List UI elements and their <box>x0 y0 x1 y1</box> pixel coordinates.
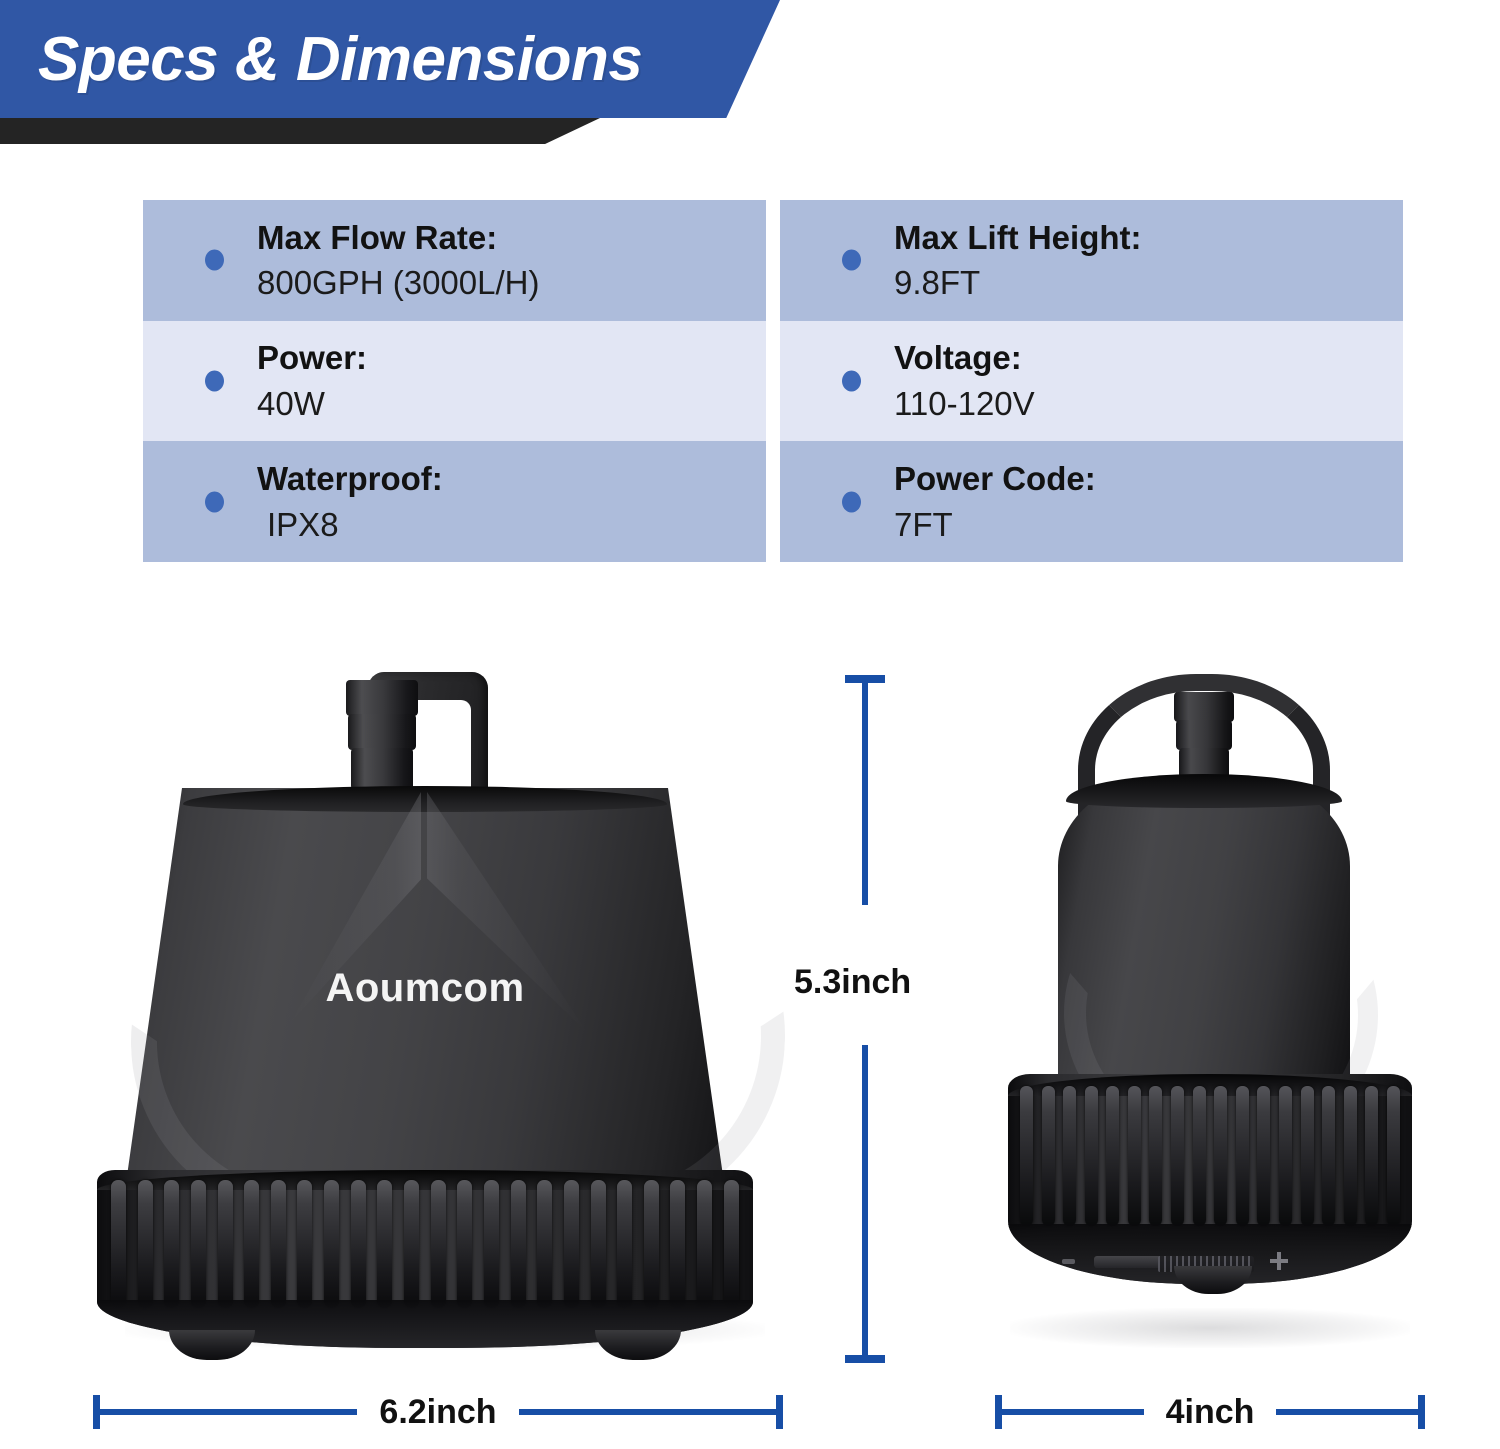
suction-foot <box>169 1330 255 1360</box>
dimension-cap-left <box>93 1395 100 1429</box>
spec-text-group: Max Flow Rate: 800GPH (3000L/H) <box>257 215 539 306</box>
outlet-nozzle <box>1172 692 1236 784</box>
bullet-icon <box>842 370 861 392</box>
spec-label: Voltage: <box>894 339 1022 377</box>
bullet-icon <box>205 491 224 513</box>
dimension-line-upper <box>862 683 868 905</box>
body-top-rim <box>183 786 667 812</box>
brand-wordmark: Aoumcom <box>325 966 525 1010</box>
bullet-icon <box>205 249 224 271</box>
spec-row-power: Power: 40W <box>143 320 766 442</box>
spec-text-group: Waterproof: IPX8 <box>257 456 443 547</box>
spec-text-group: Power: 40W <box>257 335 367 426</box>
strainer-base <box>1008 1074 1412 1284</box>
spec-row-max-lift-height: Max Lift Height: 9.8FT <box>780 200 1403 321</box>
banner-dark-stripe <box>0 118 600 144</box>
suction-foot <box>595 1330 681 1360</box>
specs-table: Max Flow Rate: 800GPH (3000L/H) Power: 4… <box>143 200 1403 563</box>
intake-slots <box>1020 1086 1400 1226</box>
spec-row-voltage: Voltage: 110-120V <box>780 320 1403 442</box>
spec-text-group: Power Code: 7FT <box>894 456 1096 547</box>
bullet-icon <box>842 249 861 271</box>
spec-value: 9.8FT <box>894 264 981 302</box>
dimension-front-width: 6.2inch <box>93 1392 784 1432</box>
spec-text-group: Voltage: 110-120V <box>894 335 1035 426</box>
dimension-cap-right <box>1418 1395 1425 1429</box>
spec-label: Power: <box>257 339 368 377</box>
base-marker-dot <box>1062 1259 1075 1264</box>
spec-row-max-flow-rate: Max Flow Rate: 800GPH (3000L/H) <box>143 200 766 321</box>
dimension-line-lower <box>862 1045 868 1355</box>
dimension-side-width-label: 4inch <box>1165 1392 1255 1431</box>
specs-column-right: Max Lift Height: 9.8FT Voltage: 110-120V… <box>780 200 1403 563</box>
spec-value: 7FT <box>894 505 953 543</box>
dimension-line-left <box>1002 1409 1144 1415</box>
spec-label: Max Lift Height: <box>894 218 1142 256</box>
spec-row-power-code: Power Code: 7FT <box>780 441 1403 563</box>
intake-slots <box>111 1180 739 1308</box>
pump-front-view: Aoumcom <box>95 670 785 1390</box>
bullet-icon <box>205 370 224 392</box>
spec-value: 800GPH (3000L/H) <box>257 264 540 302</box>
dimension-line-right <box>1276 1409 1418 1415</box>
dimension-cap-top <box>845 675 885 683</box>
dimension-cap-bottom <box>845 1355 885 1363</box>
drop-shadow <box>1010 1308 1410 1348</box>
spec-row-waterproof: Waterproof: IPX8 <box>143 441 766 563</box>
dimension-side-width: 4inch <box>995 1392 1425 1432</box>
spec-label: Power Code: <box>894 460 1096 498</box>
base-top-edge <box>97 1170 753 1190</box>
banner-blue-shape <box>0 0 780 118</box>
page-title: Specs & Dimensions <box>38 25 643 94</box>
dimension-cap-left <box>995 1395 1002 1429</box>
spec-value: 110-120V <box>894 385 1035 422</box>
outlet-nozzle <box>344 680 420 790</box>
dimension-line-left <box>100 1409 358 1415</box>
specs-column-left: Max Flow Rate: 800GPH (3000L/H) Power: 4… <box>143 200 766 563</box>
product-image-area: Aoumcom <box>0 600 1500 1400</box>
suction-foot <box>1174 1266 1252 1294</box>
spec-label: Waterproof: <box>257 460 443 498</box>
spec-text-group: Max Lift Height: 9.8FT <box>894 215 1141 306</box>
strainer-base <box>97 1170 753 1348</box>
spec-value: 40W <box>257 385 325 422</box>
spec-value: IPX8 <box>267 505 339 543</box>
dimension-front-width-label: 6.2inch <box>379 1392 497 1431</box>
dimension-cap-right <box>776 1395 784 1429</box>
bullet-icon <box>842 491 861 513</box>
spec-label: Max Flow Rate: <box>257 218 498 256</box>
header-banner: Specs & Dimensions <box>0 0 1500 150</box>
plus-icon <box>1270 1252 1288 1270</box>
dimension-height-label: 5.3inch <box>794 963 912 1001</box>
dimension-line-right <box>518 1409 777 1415</box>
pump-body <box>125 788 725 1190</box>
pump-side-view <box>1000 670 1420 1390</box>
